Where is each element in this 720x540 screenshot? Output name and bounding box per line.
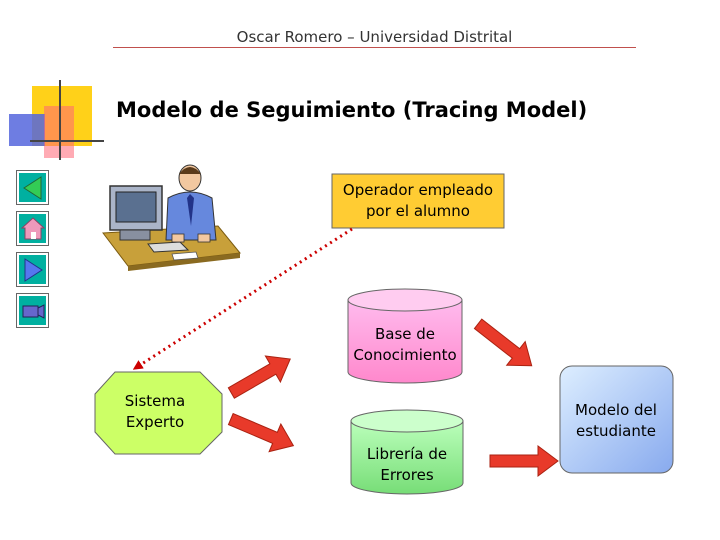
arrow-sistema-to-base [227, 355, 291, 399]
home-button[interactable] [16, 211, 49, 246]
back-button[interactable] [16, 170, 49, 205]
header-rule [113, 47, 636, 48]
arrow-sistema-to-libreria [227, 412, 295, 453]
forward-arrow-icon [24, 258, 43, 282]
back-arrow-icon [23, 176, 42, 200]
arrow-libreria-to-modelo [489, 445, 559, 477]
person-at-computer-icon [102, 164, 241, 271]
operador-box [331, 173, 505, 229]
operador-label: Operador empleado por el alumno [342, 181, 494, 220]
modelo-estudiante-box [559, 365, 674, 474]
sistema-experto-octagon [94, 371, 223, 455]
movie-camera-icon [22, 304, 45, 319]
base-conocimiento-label: Base de Conocimiento [353, 325, 457, 364]
arrow-base-to-modelo [473, 318, 533, 367]
dotted-arrow [132, 227, 353, 370]
movie-button[interactable] [16, 293, 49, 328]
base-conocimiento-cylinder [347, 288, 463, 384]
modelo-estudiante-label: Modelo del estudiante [575, 401, 657, 440]
libreria-errores-cylinder [350, 409, 464, 495]
home-icon [20, 217, 46, 240]
sistema-experto-label: Sistema Experto [124, 392, 186, 431]
decorative-squares [9, 80, 104, 160]
slide-title: Modelo de Seguimiento (Tracing Model) [116, 98, 588, 122]
libreria-errores-label: Librería de Errores [366, 445, 448, 484]
forward-button[interactable] [16, 252, 49, 287]
slide-header: Oscar Romero – Universidad Distrital [236, 28, 513, 46]
